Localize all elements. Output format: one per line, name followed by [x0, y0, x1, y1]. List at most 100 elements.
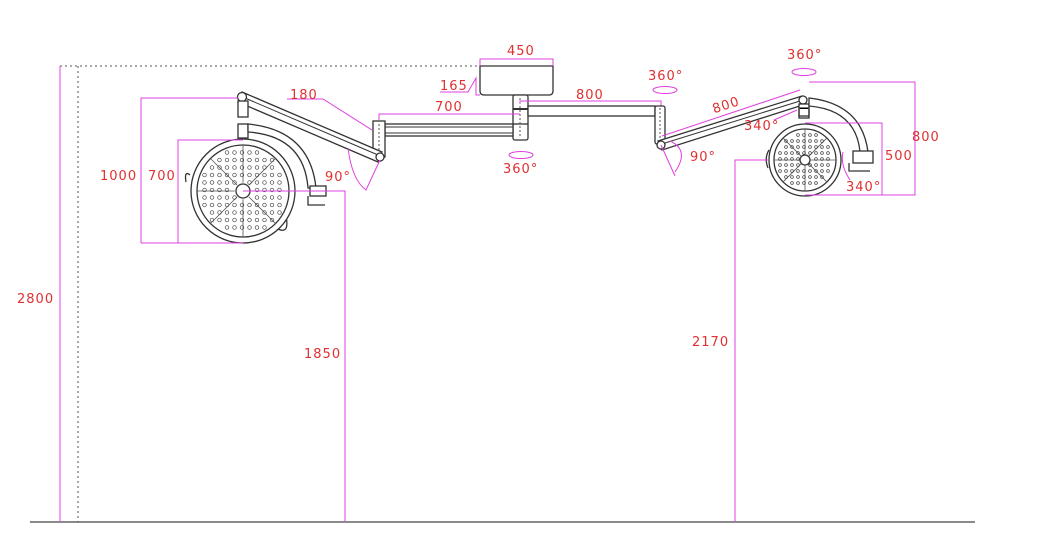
led-dot — [814, 133, 818, 137]
rotation-arrow-icon — [791, 68, 817, 76]
right-tilt-label: 90° — [690, 150, 716, 165]
led-dot — [790, 139, 794, 143]
led-dot — [209, 195, 215, 200]
center-rotation-label: 360° — [503, 162, 538, 177]
led-dot — [277, 187, 282, 193]
led-dot — [802, 181, 806, 185]
led-dot — [262, 157, 267, 163]
led-dot — [202, 187, 207, 193]
led-dot — [262, 210, 267, 215]
rotation-arrow-icon — [508, 151, 534, 159]
led-dot — [784, 145, 788, 149]
right-lamp-diameter-label: 500 — [885, 149, 913, 164]
led-dot — [790, 163, 794, 167]
led-dot — [217, 157, 222, 163]
led-dot — [224, 225, 230, 230]
led-dot — [254, 217, 260, 223]
led-dot — [247, 180, 252, 185]
led-dot — [209, 202, 215, 208]
led-dot — [254, 172, 260, 178]
right-yoke-rotation-label: 340° — [744, 119, 779, 134]
right-lamp-height-label: 2170 — [692, 335, 729, 350]
left-arm-length-label: 700 — [435, 100, 463, 115]
led-dot — [232, 157, 237, 163]
right-lamp-diameter-dimension — [805, 122, 883, 195]
led-dot — [784, 163, 788, 167]
led-dot — [224, 165, 230, 170]
led-dot — [209, 187, 215, 193]
right-spring-arm-label: 800 — [711, 94, 742, 117]
led-dot — [808, 151, 812, 155]
ceiling-mount — [479, 65, 554, 96]
led-dot — [209, 217, 215, 223]
led-dot — [826, 151, 830, 155]
led-dot — [814, 157, 818, 161]
led-dot — [820, 163, 824, 167]
led-dot — [239, 210, 245, 215]
lamp-segment-line — [210, 158, 238, 186]
led-dot — [254, 157, 260, 163]
led-dot — [262, 225, 267, 230]
led-dot — [224, 195, 230, 200]
led-dot — [802, 175, 806, 179]
led-dot — [239, 172, 245, 178]
led-dot — [808, 133, 812, 137]
led-dot — [269, 172, 275, 178]
right-lamp-led-pattern — [774, 129, 836, 191]
led-dot — [784, 169, 788, 173]
led-dot — [202, 202, 207, 208]
led-dot — [814, 163, 818, 167]
led-dot — [802, 151, 806, 155]
led-dot — [262, 165, 267, 170]
led-dot — [247, 225, 252, 230]
led-dot — [217, 195, 222, 200]
led-dot — [814, 139, 818, 143]
left-lamp-diameter-label: 700 — [148, 169, 176, 184]
led-dot — [820, 145, 824, 149]
led-dot — [269, 180, 275, 185]
led-dot — [814, 151, 818, 155]
led-dot — [254, 195, 260, 200]
led-dot — [269, 202, 275, 208]
led-dot — [808, 163, 812, 167]
led-dot — [796, 133, 800, 137]
led-dot — [796, 151, 800, 155]
led-dot — [778, 169, 782, 173]
left-yoke-height-dimension — [140, 97, 238, 243]
rotation-arrow-icon — [652, 86, 678, 94]
led-dot — [254, 187, 260, 193]
led-dot — [254, 225, 260, 230]
ceiling-height-label: 2800 — [17, 292, 54, 307]
mount-height-dimension — [440, 76, 480, 96]
right-yoke-height-label: 800 — [912, 130, 940, 145]
led-dot — [224, 187, 230, 193]
lamp-segment-line — [808, 163, 828, 183]
led-dot — [808, 139, 812, 143]
led-dot — [269, 165, 275, 170]
led-dot — [796, 175, 800, 179]
led-dot — [820, 169, 824, 173]
led-dot — [790, 145, 794, 149]
led-dot — [269, 157, 275, 163]
led-dot — [224, 210, 230, 215]
left-spring-arm-label: 180 — [290, 88, 318, 103]
led-dot — [209, 165, 215, 170]
left-arm-dimension — [378, 113, 520, 120]
led-dot — [202, 195, 207, 200]
led-dot — [247, 172, 252, 178]
led-dot — [247, 210, 252, 215]
left-extension-arm — [384, 123, 514, 137]
led-dot — [814, 169, 818, 173]
led-dot — [808, 181, 812, 185]
led-dot — [277, 210, 282, 215]
led-dot — [262, 172, 267, 178]
led-dot — [269, 210, 275, 215]
led-dot — [232, 195, 237, 200]
led-dot — [269, 195, 275, 200]
led-dot — [247, 217, 252, 223]
led-dot — [217, 172, 222, 178]
left-lamp-height-label: 1850 — [304, 347, 341, 362]
led-dot — [814, 181, 818, 185]
left-yoke-height-label: 1000 — [100, 169, 137, 184]
led-dot — [254, 150, 260, 155]
